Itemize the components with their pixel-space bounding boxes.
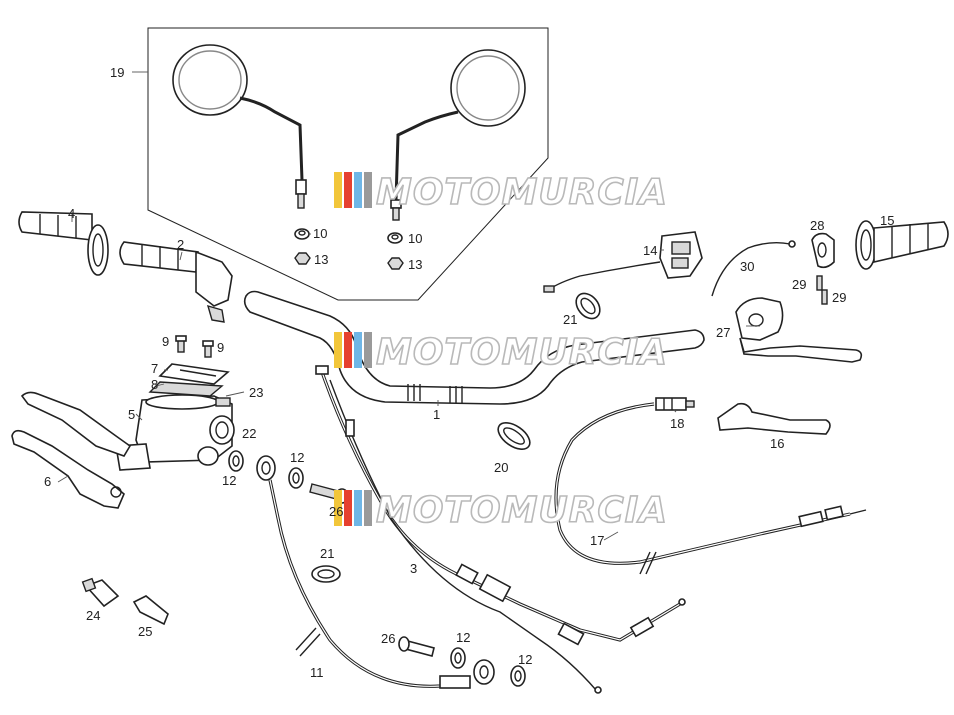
label-5: 5 <box>128 407 135 422</box>
lever-6 <box>11 429 125 509</box>
label-21-lower: 21 <box>320 546 334 561</box>
label-24: 24 <box>86 608 100 623</box>
mirror-group-outline <box>147 27 549 301</box>
label-28: 28 <box>810 218 824 233</box>
cable-clip-20 <box>497 422 531 450</box>
label-20: 20 <box>494 460 508 475</box>
label-22: 22 <box>242 426 256 441</box>
label-6: 6 <box>44 474 51 489</box>
screw-29-b <box>821 289 828 305</box>
label-12-d: 12 <box>518 652 532 667</box>
left-mirror <box>172 44 307 209</box>
label-12-c: 12 <box>456 630 470 645</box>
watermark-bottom: MOTOMURCIA <box>334 489 668 532</box>
label-23: 23 <box>249 385 263 400</box>
screw-9-right <box>202 340 214 358</box>
label-27: 27 <box>716 325 730 340</box>
label-12-a: 12 <box>222 473 236 488</box>
reservoir-cap <box>158 363 230 385</box>
label-3: 3 <box>410 561 417 576</box>
label-25: 25 <box>138 624 152 639</box>
watermark-text-bottom: MOTOMURCIA <box>376 490 668 531</box>
washer-12-c <box>450 647 466 669</box>
brake-hose <box>256 455 495 689</box>
label-17: 17 <box>590 533 604 548</box>
washer-12-d <box>510 665 526 687</box>
label-30: 30 <box>740 259 754 274</box>
label-10-right: 10 <box>408 231 422 246</box>
choke-cable <box>711 240 796 297</box>
leader-lines <box>57 71 760 541</box>
nut-13-left <box>294 252 311 265</box>
clutch-cable <box>554 402 867 575</box>
cable-clip-lower <box>311 565 341 583</box>
screw-29-a <box>816 275 823 291</box>
label-18: 18 <box>670 416 684 431</box>
throttle-grip <box>119 241 233 323</box>
label-1: 1 <box>433 407 440 422</box>
light-switch <box>543 231 703 293</box>
cable-adjuster <box>655 397 695 411</box>
banjo-bolt-26-lower <box>398 636 435 657</box>
left-grip <box>18 211 109 276</box>
screw-9-left <box>175 335 187 353</box>
washer-12-b <box>288 467 304 489</box>
label-11: 11 <box>310 665 324 680</box>
nut-13-right <box>387 257 404 270</box>
nut-10-left <box>294 228 310 240</box>
label-7: 7 <box>151 361 158 376</box>
label-2: 2 <box>177 237 184 252</box>
cable-clip-upper <box>575 292 601 320</box>
label-12-b: 12 <box>290 450 304 465</box>
banjo-bolt-26-upper <box>309 483 349 504</box>
label-21-upper: 21 <box>563 312 577 327</box>
right-grip <box>855 220 949 270</box>
nut-10-right <box>387 232 403 244</box>
right-mirror <box>390 49 526 221</box>
label-13-right: 13 <box>408 257 422 272</box>
choke-lever <box>811 232 835 269</box>
boot-25 <box>132 595 169 626</box>
lever-16 <box>717 402 831 435</box>
label-19: 19 <box>110 65 124 80</box>
label-16: 16 <box>770 436 784 451</box>
watermark-top: MOTOMURCIA <box>334 171 668 214</box>
label-13-left: 13 <box>314 252 328 267</box>
brake-lever-5 <box>20 391 132 457</box>
watermark-middle: MOTOMURCIA <box>334 331 668 374</box>
label-29-b: 29 <box>832 290 846 305</box>
washer-12-a <box>228 450 244 472</box>
label-4: 4 <box>68 206 75 221</box>
label-10-left: 10 <box>313 226 327 241</box>
label-9-left: 9 <box>162 334 169 349</box>
label-26-lower: 26 <box>381 631 395 646</box>
brake-switch-24 <box>81 577 120 608</box>
front-master-cylinder <box>115 394 235 471</box>
label-14: 14 <box>643 243 657 258</box>
label-9-right: 9 <box>217 340 224 355</box>
label-26-upper: 26 <box>329 504 343 519</box>
clutch-lever-assembly <box>735 297 863 363</box>
watermark-text-middle: MOTOMURCIA <box>376 332 668 373</box>
label-15: 15 <box>880 213 894 228</box>
bleed-screw-23 <box>215 397 231 407</box>
watermark-text-top: MOTOMURCIA <box>376 172 668 213</box>
label-29-a: 29 <box>792 277 806 292</box>
part-labels: 19 4 2 10 13 10 13 14 30 28 15 29 29 21 … <box>44 65 894 680</box>
throttle-cable <box>315 365 686 694</box>
label-8: 8 <box>151 377 158 392</box>
reservoir-gasket <box>148 381 224 397</box>
